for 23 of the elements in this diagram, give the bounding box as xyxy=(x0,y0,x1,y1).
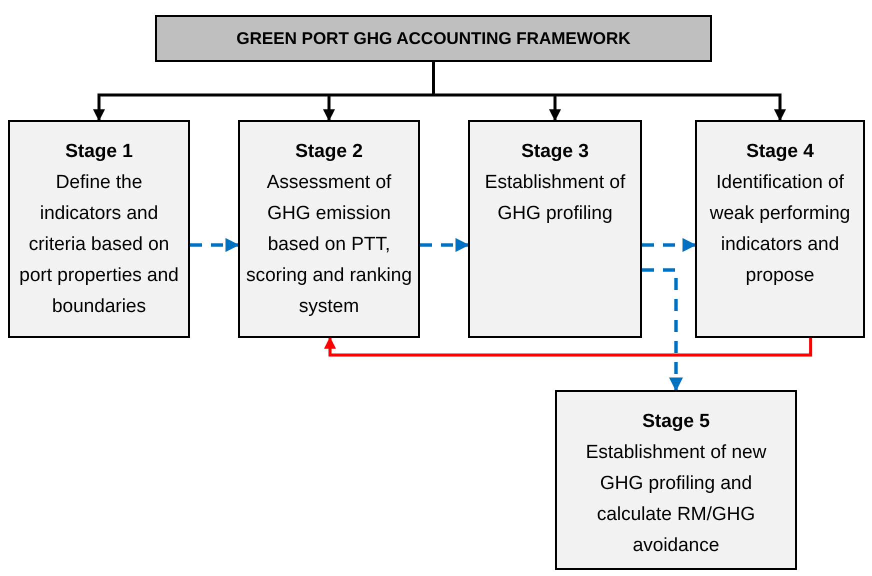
stage-heading: Stage 5 xyxy=(642,410,710,434)
stage-box xyxy=(238,120,420,338)
stage-heading: Stage 2 xyxy=(295,140,363,164)
stage-description: Assessment of GHG emission based on PTT, scoring and ranking system xyxy=(246,171,412,319)
stage-description: Establishment of GHG profiling xyxy=(484,171,626,226)
stage-heading: Stage 4 xyxy=(746,140,814,164)
arrow xyxy=(324,336,812,356)
stage-box xyxy=(8,120,190,338)
stage-heading: Stage 1 xyxy=(65,140,133,164)
arrow xyxy=(190,238,240,252)
stage-description: Define the indicators and criteria based on port properties and boundaries xyxy=(18,171,180,319)
stage-box xyxy=(555,390,797,570)
title-box xyxy=(155,15,712,62)
stage-description: Establishment of new GHG profiling and calculate RM/GHG avoidance xyxy=(584,441,768,558)
title-text: GREEN PORT GHG ACCOUNTING FRAMEWORK xyxy=(236,28,631,50)
arrow xyxy=(420,238,470,252)
arrow xyxy=(642,268,683,392)
stage-description: Identification of weak performing indicators and propose xyxy=(708,171,852,288)
stage-box xyxy=(695,120,865,338)
arrow xyxy=(642,238,696,252)
stage-box xyxy=(468,120,642,338)
arrow xyxy=(432,62,786,122)
stage-heading: Stage 3 xyxy=(521,140,589,164)
